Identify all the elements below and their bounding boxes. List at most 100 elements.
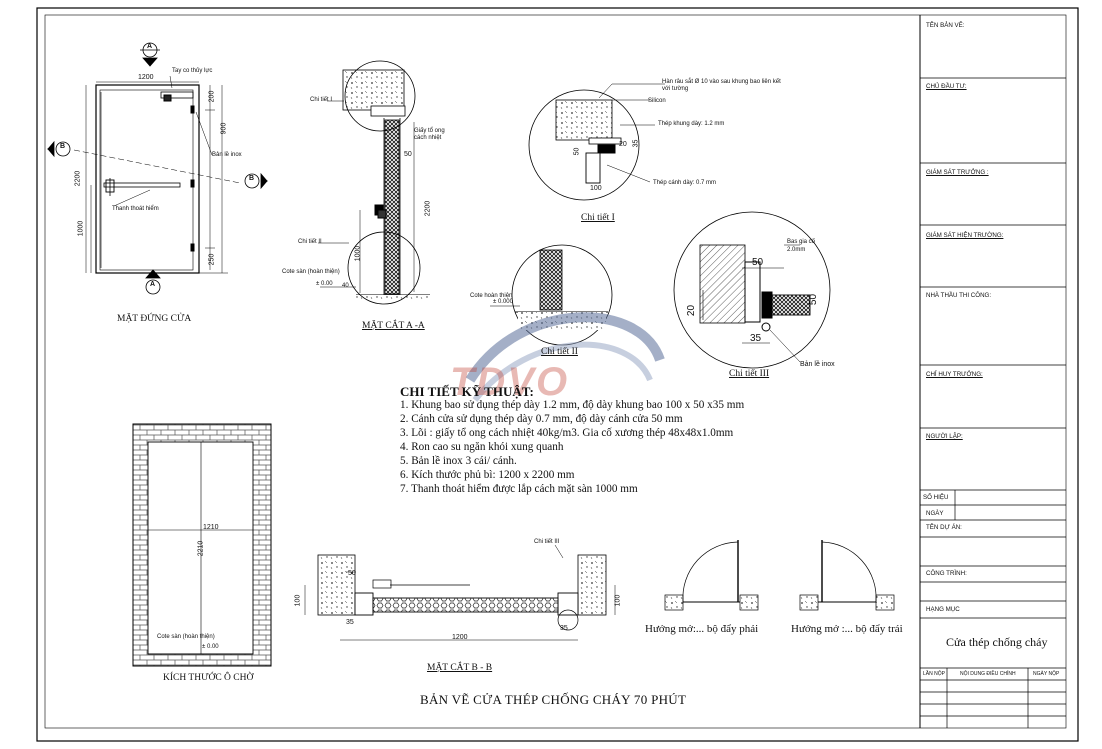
sheet-border (36, 7, 1079, 742)
project-name: Cửa thép chống cháy (946, 635, 1048, 649)
aa-chi-tiet-1: Chi tiết I (310, 97, 333, 103)
d1-dim-50: 50 (573, 147, 581, 156)
tb-chu-dau-tu: CHỦ ĐẦU TƯ: (926, 83, 967, 90)
tb-hang-muc: HẠNG MỤC (926, 606, 960, 613)
opening-floor-label: Cote sàn (hoàn thiện) (157, 634, 215, 640)
bb-chi-tiet-3: Chi tiết III (534, 539, 560, 545)
note-item: 6. Kích thước phủ bì: 1200 x 2200 mm (400, 469, 575, 481)
aa-dim-1000: 1000 (354, 245, 362, 262)
tb-nha-thau: NHÀ THẦU THI CÔNG: (926, 292, 992, 299)
aa-dim-40: 40 (342, 283, 349, 289)
marker-a-bottom-label: A (150, 281, 156, 288)
marker-a-top-label: A (147, 43, 153, 50)
d2-floor-level: ± 0.000 (493, 299, 513, 305)
tb-chi-huy-truong: CHỈ HUY TRƯỞNG: (926, 371, 983, 378)
marker-b-left-label: B (60, 143, 66, 150)
title-block (920, 77, 1066, 728)
tb-rev-lan-nop: LẦN NỘP (923, 671, 945, 677)
aa-dim-50: 50 (404, 151, 412, 158)
d3-hinge: Bản lề inox (800, 361, 835, 368)
detail-1 (528, 83, 665, 201)
d1-dim-100: 100 (590, 185, 602, 192)
swing-left-label: Hướng mở :... bộ đẩy trái (791, 623, 903, 635)
d3-dim-20: 20 (686, 304, 698, 317)
caption-detail-2: Chi tiết II (541, 347, 578, 357)
bb-dim-100-left: 100 (294, 594, 302, 607)
label-hinge: Bản lề inox (212, 152, 242, 158)
caption-detail-1: Chi tiết I (581, 213, 615, 223)
watermark-logo (465, 312, 665, 402)
door-elevation (73, 75, 241, 274)
note-item: 3. Lõi : giấy tổ ong cách nhiệt 40kg/m3.… (400, 427, 734, 439)
bb-dim-100-right: 100 (614, 594, 622, 607)
bb-dim-50: 50 (348, 570, 356, 577)
note-item: 1. Khung bao sử dụng thép dày 1.2 mm, độ… (400, 399, 745, 411)
caption-section-bb: MẶT CẮT B - B (427, 663, 493, 673)
tb-ten-ban-ve: TÊN BẢN VẼ: (926, 22, 965, 29)
section-aa (318, 60, 430, 305)
marker-b-right-label: B (249, 175, 255, 182)
tb-giam-sat-truong: GIÁM SÁT TRƯỞNG : (926, 169, 989, 176)
watermark-text: TDVO (450, 360, 570, 404)
d3-dim-50: 50 (752, 257, 764, 268)
tb-nguoi-lap: NGƯỜI LẬP: (926, 433, 963, 440)
drawing-title: BẢN VẼ CỬA THÉP CHỐNG CHÁY 70 PHÚT (420, 692, 687, 707)
swing-right (664, 540, 759, 611)
tb-so-hieu: SỐ HIỆU (923, 494, 949, 501)
bb-dim-1200: 1200 (452, 634, 468, 641)
tb-cong-trinh: CÔNG TRÌNH: (926, 570, 967, 577)
tb-rev-ngay-nop: NGÀY NỘP (1033, 671, 1060, 677)
marker-a-bottom (145, 269, 161, 295)
tb-ngay: NGÀY (926, 510, 944, 517)
marker-b-left (47, 140, 71, 158)
d3-dim-50b: 50 (808, 293, 820, 306)
d1-leaf-steel: Thép cánh dày: 0.7 mm (653, 180, 717, 186)
aa-paper-core: Giấy tổ ong cách nhiệt (414, 128, 445, 141)
marker-a-top (140, 42, 160, 67)
d3-dim-35: 35 (750, 333, 762, 344)
d1-weld: Hàn râu sắt Ø 10 vào sau khung bao liên … (662, 79, 781, 92)
d1-frame-steel: Thép khung dày: 1.2 mm (658, 121, 725, 127)
note-item: 7. Thanh thoát hiểm được lắp cách mặt sà… (400, 483, 638, 495)
tb-giam-sat-hien-truong: GIÁM SÁT HIỆN TRƯỜNG: (926, 232, 1004, 239)
d1-silicon: Silicon (648, 98, 666, 104)
caption-opening: KÍCH THƯỚC Ô CHỜ (163, 673, 254, 683)
bb-dim-35-right: 35 (560, 625, 568, 632)
opening-size (132, 423, 272, 667)
aa-dim-2200: 2200 (424, 200, 432, 217)
swing-right-label: Hướng mở:... bộ đẩy phải (645, 623, 759, 635)
elev-dim-900: 900 (220, 122, 228, 135)
opening-floor-level: ± 0.00 (202, 644, 219, 650)
caption-elevation: MẶT ĐỨNG CỬA (117, 314, 192, 324)
d3-rib: Bas gia cố 2.0mm (787, 239, 816, 253)
aa-floor-label: Cote sàn (hoàn thiện) (282, 269, 340, 275)
bb-dim-35-left: 35 (346, 619, 354, 626)
notes-title: CHI TIẾT KỸ THUẬT: (400, 384, 534, 399)
elev-height: 2200 (74, 170, 82, 187)
tb-ten-du-an: TÊN DỰ ÁN: (926, 524, 962, 531)
d1-dim-35: 35 (632, 139, 640, 148)
elev-handle-height: 1000 (77, 220, 85, 237)
d1-dim-20: 20 (619, 141, 627, 148)
swing-left (799, 540, 895, 611)
detail-3 (673, 211, 831, 369)
elev-width: 1200 (138, 74, 154, 81)
aa-floor-level: ± 0.00 (316, 281, 333, 287)
opening-width: 1210 (203, 524, 219, 531)
tb-rev-noi-dung: NỘI DUNG ĐIỀU CHỈNH (960, 671, 1016, 677)
label-bar: Thanh thoát hiểm (112, 206, 159, 212)
d2-floor-label: Cote hoàn thiện (470, 293, 513, 299)
caption-section-aa: MẶT CẮT A -A (362, 321, 425, 331)
elev-dim-200: 200 (208, 90, 216, 103)
opening-height: 2210 (197, 540, 205, 557)
note-item: 4. Ron cao su ngăn khói xung quanh (400, 441, 564, 453)
caption-detail-3: Chi tiết III (729, 369, 770, 379)
section-bb (304, 544, 616, 641)
elev-dim-250: 250 (208, 253, 216, 266)
note-item: 5. Bản lề inox 3 cái/ cánh. (400, 455, 517, 467)
aa-chi-tiet-2: Chi tiết II (298, 239, 322, 245)
note-item: 2. Cánh cửa sử dụng thép dày 0.7 mm, độ … (400, 413, 683, 425)
marker-b-right (244, 172, 268, 190)
label-closer: Tay co thủy lực (172, 68, 213, 74)
